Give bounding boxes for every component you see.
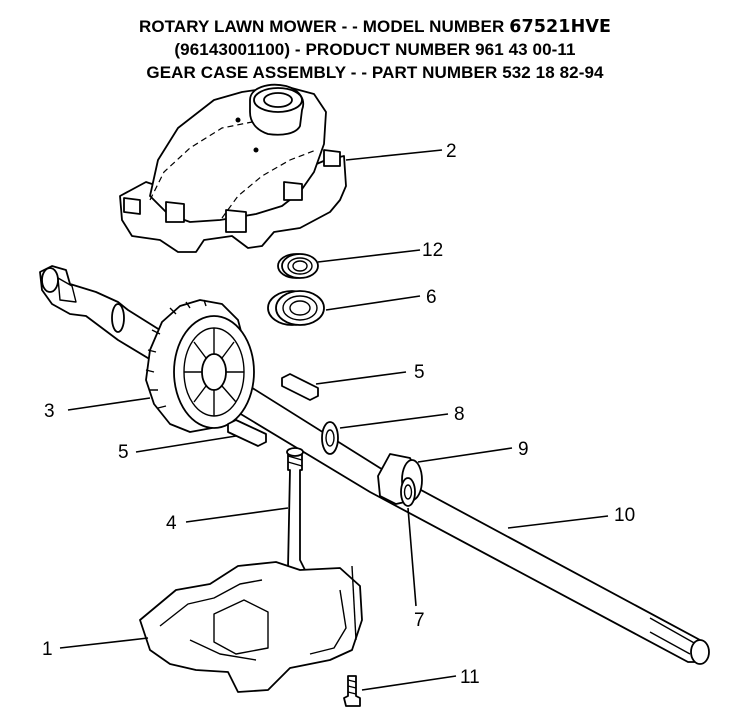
callout-3: 3 <box>44 401 55 422</box>
callout-2: 2 <box>446 141 457 162</box>
part-12-small-bearing <box>277 253 319 279</box>
part-8-thrust-washer <box>321 421 339 455</box>
part-3-drive-gear <box>145 299 255 433</box>
callout-1: 1 <box>42 639 53 660</box>
callout-5-lower: 5 <box>118 442 129 463</box>
part-2-gear-case-cover <box>119 83 347 253</box>
callout-9: 9 <box>518 439 529 460</box>
title-model-label: ROTARY LAWN MOWER - - MODEL NUMBER <box>138 17 505 36</box>
callout-7: 7 <box>414 610 425 631</box>
leader-lines <box>59 149 609 691</box>
part-5-key-lower <box>227 419 267 447</box>
callout-10: 10 <box>614 505 635 526</box>
diagram-title-line-1: ROTARY LAWN MOWER - - MODEL NUMBER 67521… <box>0 17 750 37</box>
part-5-key-upper <box>281 373 319 401</box>
shaft-washer-left <box>111 303 125 333</box>
callout-8: 8 <box>454 404 465 425</box>
part-11-screw <box>343 675 361 707</box>
callout-12: 12 <box>422 240 443 261</box>
title-model-number: 67521HVE <box>509 17 612 37</box>
callout-11: 11 <box>460 667 480 688</box>
part-7-seal-ring <box>400 477 416 507</box>
diagram-title-line-3: GEAR CASE ASSEMBLY - - PART NUMBER 532 1… <box>146 63 604 82</box>
callout-numbers: 1 2 3 4 5 5 6 7 8 9 10 11 12 <box>42 141 635 688</box>
callout-5-upper: 5 <box>414 362 425 383</box>
part-10-drive-shaft <box>39 265 710 665</box>
callout-4: 4 <box>166 513 177 534</box>
part-1-gear-case-housing <box>139 561 363 693</box>
diagram-title-line-2: (96143001100) - PRODUCT NUMBER 961 43 00… <box>174 40 576 59</box>
callout-6: 6 <box>426 287 437 308</box>
part-6-ball-bearing <box>267 290 325 326</box>
